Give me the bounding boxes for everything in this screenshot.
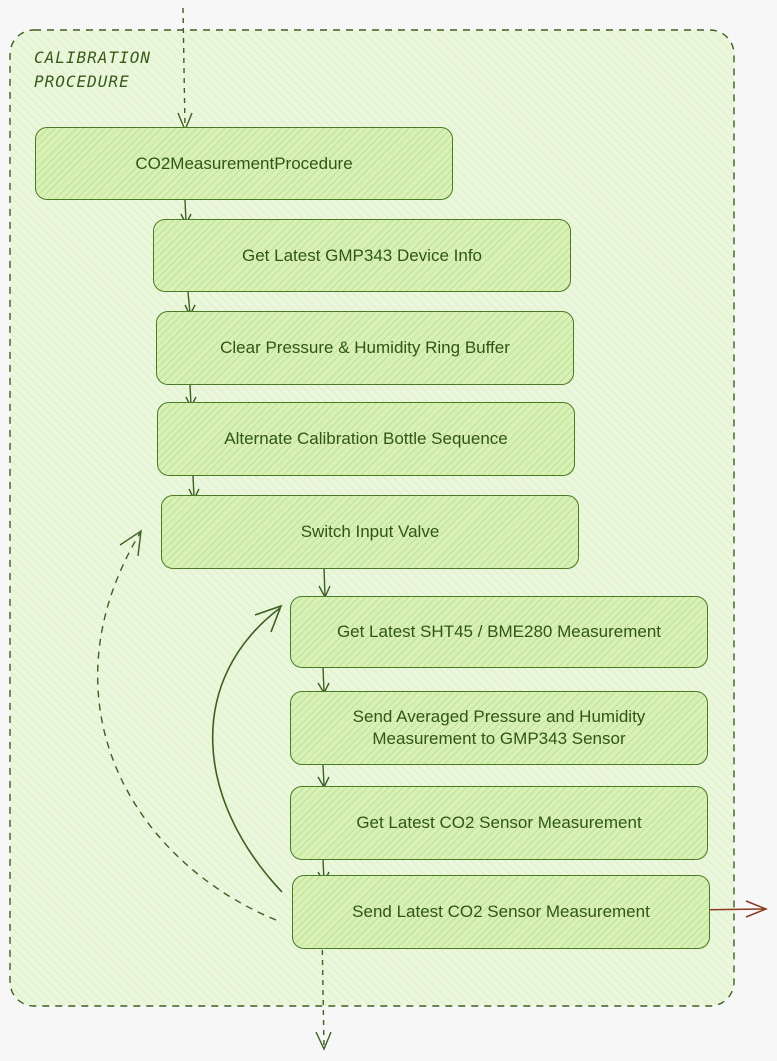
node-label: Clear Pressure & Humidity Ring Buffer	[220, 338, 510, 357]
connector-2	[187, 291, 191, 314]
node-label: Get Latest CO2 Sensor Measurement	[356, 813, 642, 832]
node-clear-ring-buffer[interactable]: Clear Pressure & Humidity Ring Buffer	[156, 311, 574, 385]
connector-7	[322, 764, 325, 786]
node-alternate-bottle-sequence[interactable]: Alternate Calibration Bottle Sequence	[157, 402, 575, 476]
group-title-line2: PROCEDURE	[34, 72, 130, 91]
node-label: Get Latest GMP343 Device Info	[241, 245, 482, 265]
node-send-co2-measurement[interactable]: Send Latest CO2 Sensor Measurement	[292, 875, 710, 949]
connector-6	[322, 667, 325, 692]
group-title: CALIBRATION PROCEDURE	[34, 46, 151, 94]
node-label: CO2MeasurementProcedure	[135, 153, 353, 173]
node-label: Get Latest SHT45 / BME280 Measurement	[336, 622, 662, 641]
connector-3	[189, 384, 192, 406]
node-label-line1: Send Averaged Pressure and Humidity	[352, 707, 646, 726]
connector-5	[323, 567, 326, 597]
node-label-line2: Measurement to GMP343 Sensor	[372, 729, 626, 748]
exit-arrow	[315, 929, 332, 1051]
loop-arrow-outer	[96, 529, 277, 921]
node-label: Send Latest CO2 Sensor Measurement	[352, 902, 650, 921]
node-get-device-info[interactable]: Get Latest GMP343 Device Info	[153, 219, 571, 292]
loop-arrow-inner	[211, 604, 283, 893]
node-co2-measurement-procedure[interactable]: CO2MeasurementProcedure	[35, 127, 453, 200]
node-switch-input-valve[interactable]: Switch Input Valve	[161, 495, 579, 569]
node-label: Switch Input Valve	[300, 522, 440, 541]
group-title-line1: CALIBRATION	[34, 48, 151, 67]
node-get-co2-measurement[interactable]: Get Latest CO2 Sensor Measurement	[290, 786, 708, 860]
connector-1	[184, 199, 187, 223]
node-get-sht45-bme280[interactable]: Get Latest SHT45 / BME280 Measurement	[290, 596, 708, 668]
node-send-averaged-pressure-humidity[interactable]: Send Averaged Pressure and Humidity Meas…	[290, 691, 708, 765]
node-label: Alternate Calibration Bottle Sequence	[224, 429, 508, 448]
connector-4	[192, 475, 195, 498]
